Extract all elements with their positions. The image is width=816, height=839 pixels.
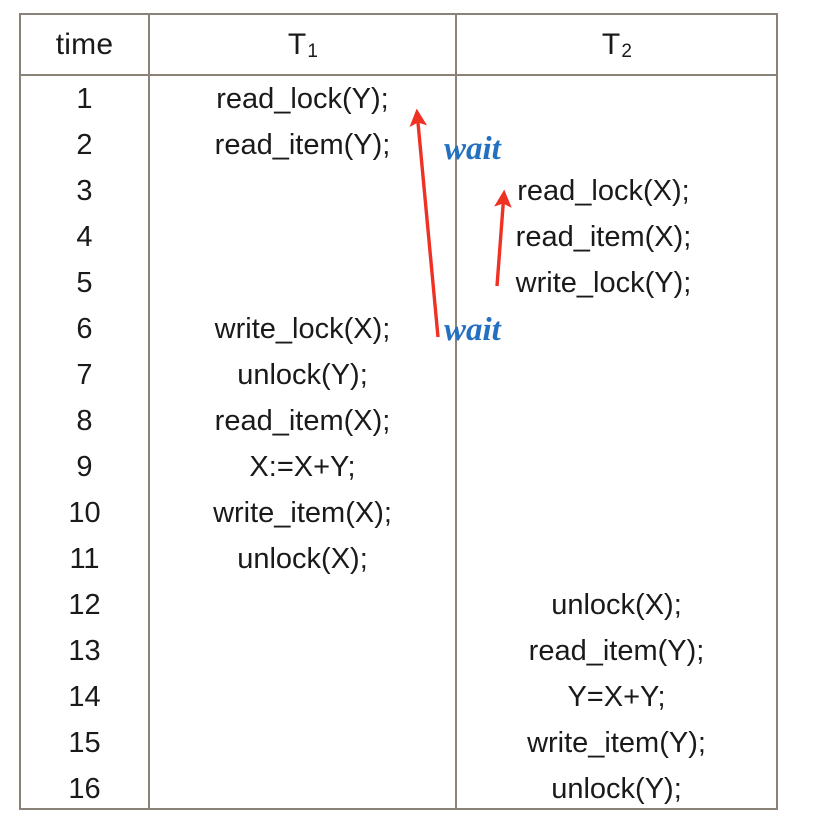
cell-t2-operation: unlock(Y); xyxy=(551,773,682,805)
cell-time: 10 xyxy=(68,497,101,529)
cell-t1-operation: write_lock(X); xyxy=(214,313,391,345)
cell-t1-operation xyxy=(150,260,455,306)
cell-t1-operation xyxy=(150,720,455,766)
table-row: 10 write_item(X); xyxy=(21,490,776,536)
cell-t1-operation xyxy=(150,628,455,674)
cell-t1-operation xyxy=(150,766,455,812)
table-row: 16 unlock(Y); xyxy=(21,766,776,812)
column-header-t2-subscript: 2 xyxy=(621,40,633,62)
table-row: 13 read_item(Y); xyxy=(21,628,776,674)
table-row: 2 read_item(Y); xyxy=(21,122,776,168)
cell-t1-operation: X:=X+Y; xyxy=(249,451,356,483)
column-header-time: time xyxy=(21,15,148,74)
table-row: 4 read_item(X); xyxy=(21,214,776,260)
cell-time: 1 xyxy=(76,83,93,115)
cell-t2-operation xyxy=(457,76,776,122)
table-row: 9 X:=X+Y; xyxy=(21,444,776,490)
table-row: 5 write_lock(Y); xyxy=(21,260,776,306)
cell-t2-operation xyxy=(457,444,776,490)
header-divider xyxy=(21,74,776,76)
column-header-t1-label: T xyxy=(287,27,307,61)
table-row: 7 unlock(Y); xyxy=(21,352,776,398)
cell-time: 11 xyxy=(69,543,100,575)
cell-t2-operation: write_lock(Y); xyxy=(515,267,692,299)
cell-t2-operation: unlock(X); xyxy=(551,589,682,621)
cell-t2-operation: read_item(X); xyxy=(515,221,692,253)
cell-t2-operation: read_lock(X); xyxy=(517,175,690,207)
column-header-time-label: time xyxy=(55,27,114,61)
table-row: 12 unlock(X); xyxy=(21,582,776,628)
cell-time: 15 xyxy=(68,727,101,759)
cell-t2-operation: Y=X+Y; xyxy=(567,681,666,713)
cell-t1-operation xyxy=(150,674,455,720)
table-row: 15 write_item(Y); xyxy=(21,720,776,766)
cell-t1-operation xyxy=(150,582,455,628)
column-divider-time-t1 xyxy=(148,15,150,808)
column-divider-t1-t2 xyxy=(455,15,457,808)
cell-t2-operation xyxy=(457,306,776,352)
cell-time: 2 xyxy=(76,129,93,161)
table-row: 3 read_lock(X); xyxy=(21,168,776,214)
table-body: 1 read_lock(Y); 2 read_item(Y); 3 read_l… xyxy=(21,76,776,812)
cell-time: 4 xyxy=(76,221,93,253)
cell-t2-operation xyxy=(457,536,776,582)
cell-t1-operation: unlock(Y); xyxy=(237,359,368,391)
cell-t2-operation xyxy=(457,122,776,168)
cell-t1-operation: read_item(Y); xyxy=(214,129,391,161)
cell-time: 6 xyxy=(76,313,93,345)
cell-time: 8 xyxy=(76,405,93,437)
table-row: 8 read_item(X); xyxy=(21,398,776,444)
cell-t1-operation xyxy=(150,214,455,260)
cell-t2-operation: write_item(Y); xyxy=(527,727,706,759)
column-header-t2-label: T xyxy=(601,27,621,61)
table-row: 1 read_lock(Y); xyxy=(21,76,776,122)
column-header-t1-subscript: 1 xyxy=(307,40,319,62)
cell-time: 9 xyxy=(76,451,93,483)
cell-t1-operation: unlock(X); xyxy=(237,543,368,575)
cell-time: 14 xyxy=(68,681,101,713)
cell-t2-operation xyxy=(457,490,776,536)
cell-time: 7 xyxy=(76,359,93,391)
table-row: 14 Y=X+Y; xyxy=(21,674,776,720)
table-row: 11 unlock(X); xyxy=(21,536,776,582)
cell-t1-operation: read_item(X); xyxy=(214,405,391,437)
table-row: 6 write_lock(X); xyxy=(21,306,776,352)
cell-t1-operation: write_item(X); xyxy=(213,497,392,529)
cell-time: 12 xyxy=(68,589,101,621)
cell-t2-operation: read_item(Y); xyxy=(528,635,705,667)
cell-t1-operation: read_lock(Y); xyxy=(216,83,389,115)
cell-time: 3 xyxy=(76,175,93,207)
cell-time: 13 xyxy=(68,635,101,667)
cell-t2-operation xyxy=(457,398,776,444)
cell-t2-operation xyxy=(457,352,776,398)
cell-time: 16 xyxy=(68,773,101,805)
cell-time: 5 xyxy=(76,267,93,299)
cell-t1-operation xyxy=(150,168,455,214)
